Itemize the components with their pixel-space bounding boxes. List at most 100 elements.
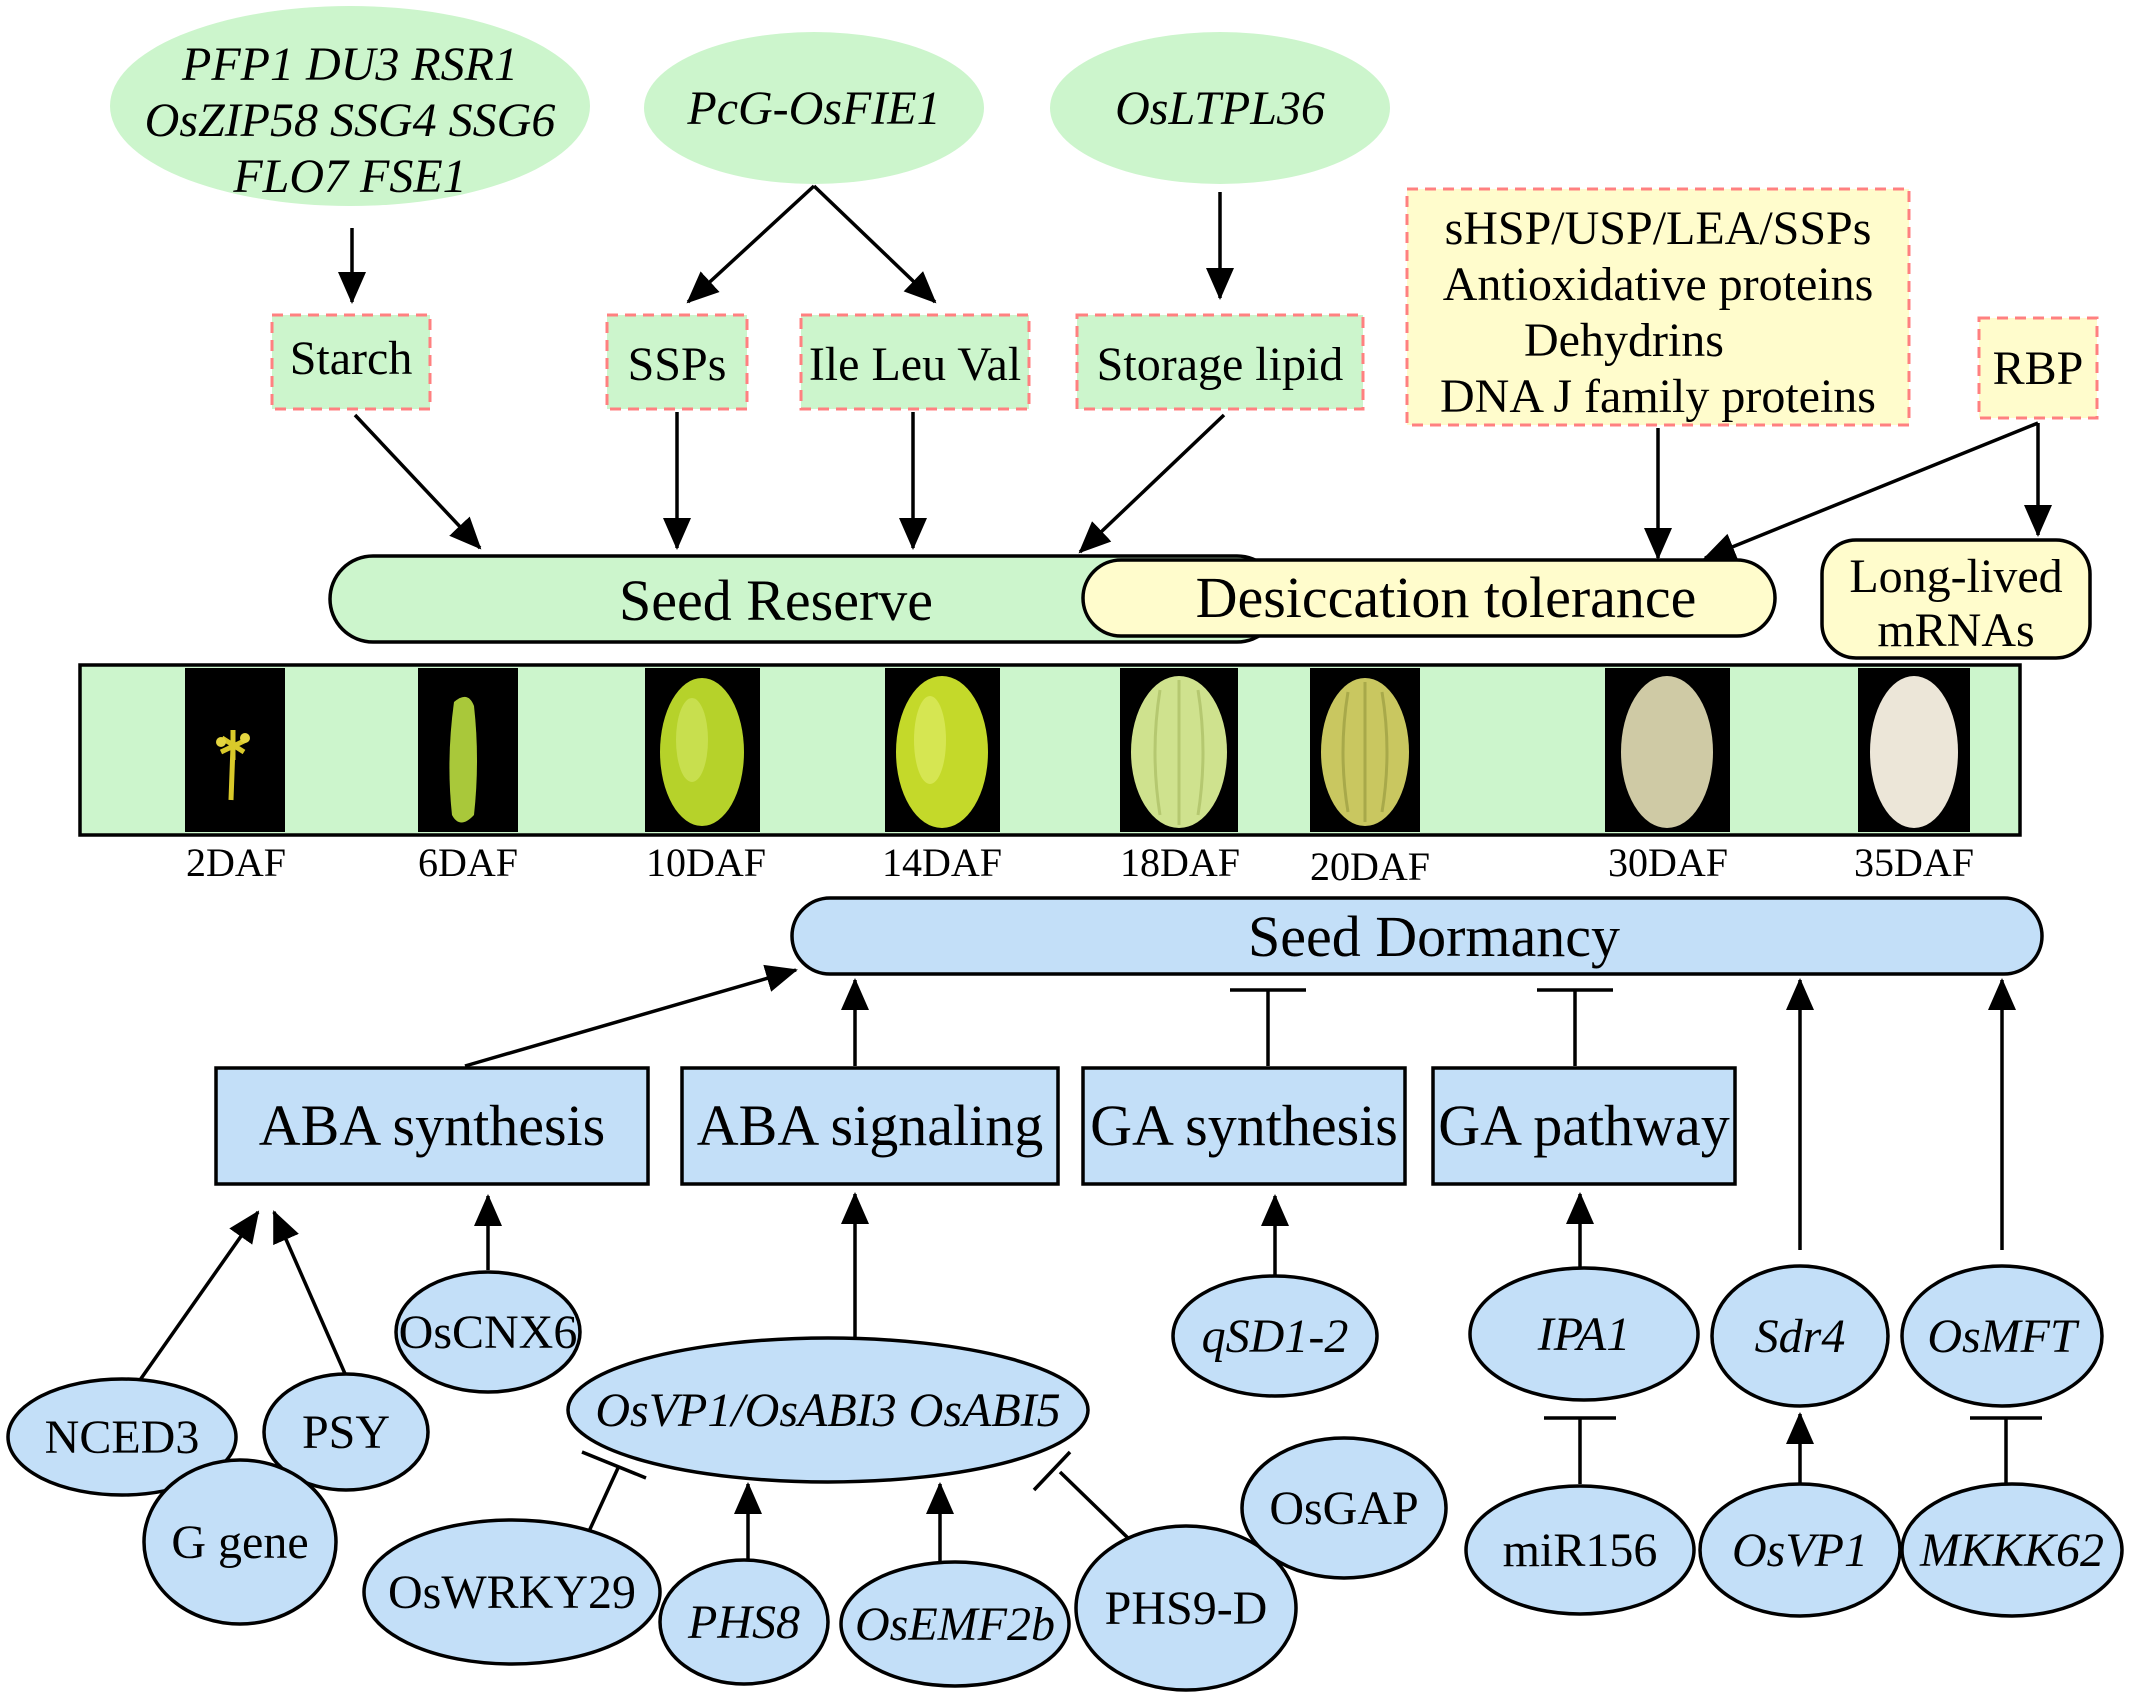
fie1-label: PcG-OsFIE1 [686, 82, 940, 135]
aba-signaling-box: ABA signaling [680, 1066, 1060, 1186]
timeline-labels: 2DAF 6DAF 10DAF 14DAF 18DAF 20DAF 30DAF … [186, 840, 1974, 889]
arrow-lipid-to-reserve [1078, 413, 1226, 554]
seed-photo-30daf [1605, 668, 1730, 832]
aba-synthesis-box: ABA synthesis [214, 1066, 650, 1186]
label-30daf: 30DAF [1608, 840, 1728, 885]
sdr4-node: Sdr4 [1710, 1264, 1890, 1408]
seed-photo-10daf [645, 668, 760, 832]
ga-pathway-label: GA pathway [1438, 1093, 1730, 1158]
nced3-label: NCED3 [45, 1411, 200, 1464]
seed-reserve-bar: Seed Reserve [328, 554, 1282, 644]
aba-synthesis-label: ABA synthesis [259, 1093, 605, 1158]
ipa1-label: IPA1 [1537, 1308, 1630, 1361]
arrow-aba-synthesis-to-dormancy [464, 964, 798, 1068]
seed-timeline-strip [78, 663, 2022, 837]
long-lived-mrnas-box: Long-lived mRNAs [1820, 538, 2092, 660]
psy-node: PSY [262, 1372, 430, 1492]
label-35daf: 35DAF [1854, 840, 1974, 885]
lipid-box: Storage lipid [1075, 313, 1365, 411]
proteins-line-3: Dehydrins [1524, 314, 1724, 367]
ssps-box: SSPs [605, 313, 749, 411]
arrow-psy-to-aba-synthesis [272, 1210, 348, 1377]
osmft-label: OsMFT [1927, 1310, 2080, 1363]
proteins-line-2: Antioxidative proteins [1443, 258, 1874, 311]
mkkk62-label: MKKK62 [1919, 1524, 2104, 1577]
arrow-nced3-to-aba-synthesis [138, 1210, 260, 1382]
starch-genes-line-2: OsZIP58 SSG4 SSG6 [145, 94, 556, 147]
osgap-label: OsGAP [1269, 1482, 1418, 1535]
seed-dormancy-bar: Seed Dormancy [790, 896, 2044, 976]
inhibit-mir156-to-ipa1 [1544, 1416, 1616, 1484]
inhibit-ga-synthesis-to-dormancy [1230, 988, 1306, 1066]
arrow-rbp-to-desiccation [1703, 421, 2039, 560]
qsd12-node: qSD1-2 [1171, 1274, 1379, 1398]
g-gene-label: G gene [171, 1516, 308, 1569]
mir156-label: miR156 [1503, 1524, 1658, 1577]
seed-photo-2daf [185, 668, 285, 832]
desiccation-bar: Desiccation tolerance [1081, 558, 1777, 638]
label-6daf: 6DAF [418, 840, 518, 885]
label-14daf: 14DAF [882, 840, 1002, 885]
seed-photo-18daf [1120, 668, 1238, 832]
long-lived-line-2: mRNAs [1877, 604, 2034, 657]
phs8-node: PHS8 [658, 1558, 830, 1686]
oscnx6-label: OsCNX6 [399, 1306, 578, 1359]
osvp1-node: OsVP1 [1698, 1482, 1902, 1618]
psy-label: PSY [302, 1406, 390, 1459]
ltpl36-label: OsLTPL36 [1115, 82, 1325, 135]
proteins-box: sHSP/USP/LEA/SSPs Antioxidative proteins… [1405, 187, 1911, 427]
seed-dormancy-label: Seed Dormancy [1248, 904, 1620, 969]
phs9d-label: PHS9-D [1105, 1582, 1268, 1635]
ltpl36-node: OsLTPL36 [1050, 32, 1390, 184]
seed-photo-20daf [1310, 668, 1420, 832]
label-10daf: 10DAF [646, 840, 766, 885]
arrow-fie1-to-amino [812, 184, 937, 304]
oscnx6-node: OsCNX6 [394, 1270, 582, 1394]
mkkk62-node: MKKK62 [1900, 1482, 2124, 1618]
starch-genes-line-3: FLO7 FSE1 [232, 150, 466, 203]
osemf2b-label: OsEMF2b [855, 1598, 1055, 1651]
inhibit-ga-pathway-to-dormancy [1537, 988, 1613, 1066]
inhibit-phs9d-to-abi5 [1032, 1450, 1130, 1540]
aba-signaling-label: ABA signaling [697, 1093, 1043, 1158]
desiccation-label: Desiccation tolerance [1196, 565, 1697, 630]
osemf2b-node: OsEMF2b [839, 1560, 1071, 1688]
inhibit-mkkk62-to-osmft [1970, 1416, 2042, 1484]
arrow-starch-to-reserve [353, 413, 482, 550]
ga-synthesis-label: GA synthesis [1090, 1093, 1398, 1158]
rbp-box: RBP [1977, 316, 2099, 420]
phs9d-node: PHS9-D [1074, 1524, 1298, 1692]
vp1-abi-label: OsVP1/OsABI3 OsABI5 [595, 1384, 1060, 1437]
amino-label: Ile Leu Val [809, 338, 1021, 391]
oswrky29-node: OsWRKY29 [362, 1518, 662, 1666]
seed-photo-14daf [885, 668, 1000, 832]
seed-photo-6daf [418, 668, 518, 832]
fie1-node: PcG-OsFIE1 [644, 32, 984, 184]
label-18daf: 18DAF [1120, 840, 1240, 885]
seed-reserve-label: Seed Reserve [619, 568, 933, 633]
osgap-node: OsGAP [1240, 1436, 1448, 1580]
osmft-node: OsMFT [1900, 1264, 2104, 1408]
g-gene-node: G gene [142, 1458, 338, 1626]
starch-box: Starch [270, 313, 432, 411]
phs8-label: PHS8 [687, 1596, 800, 1649]
osvp1-label: OsVP1 [1732, 1524, 1868, 1577]
seed-photo-35daf [1858, 668, 1970, 832]
ipa1-node: IPA1 [1468, 1266, 1700, 1402]
label-20daf: 20DAF [1310, 844, 1430, 889]
amino-box: Ile Leu Val [799, 313, 1031, 411]
starch-label: Starch [290, 332, 413, 385]
starch-genes-node: PFP1 DU3 RSR1 OsZIP58 SSG4 SSG6 FLO7 FSE… [110, 6, 590, 206]
oswrky29-label: OsWRKY29 [388, 1566, 636, 1619]
inhibit-wrky29-to-vp1abi [581, 1450, 647, 1541]
label-2daf: 2DAF [186, 840, 286, 885]
arrow-fie1-to-ssps [686, 184, 816, 304]
sdr4-label: Sdr4 [1755, 1310, 1846, 1363]
long-lived-line-1: Long-lived [1849, 550, 2062, 603]
nced3-node: NCED3 [6, 1377, 238, 1497]
ga-synthesis-box: GA synthesis [1081, 1066, 1407, 1186]
ga-pathway-box: GA pathway [1431, 1066, 1737, 1186]
vp1-abi-node: OsVP1/OsABI3 OsABI5 [566, 1336, 1090, 1484]
